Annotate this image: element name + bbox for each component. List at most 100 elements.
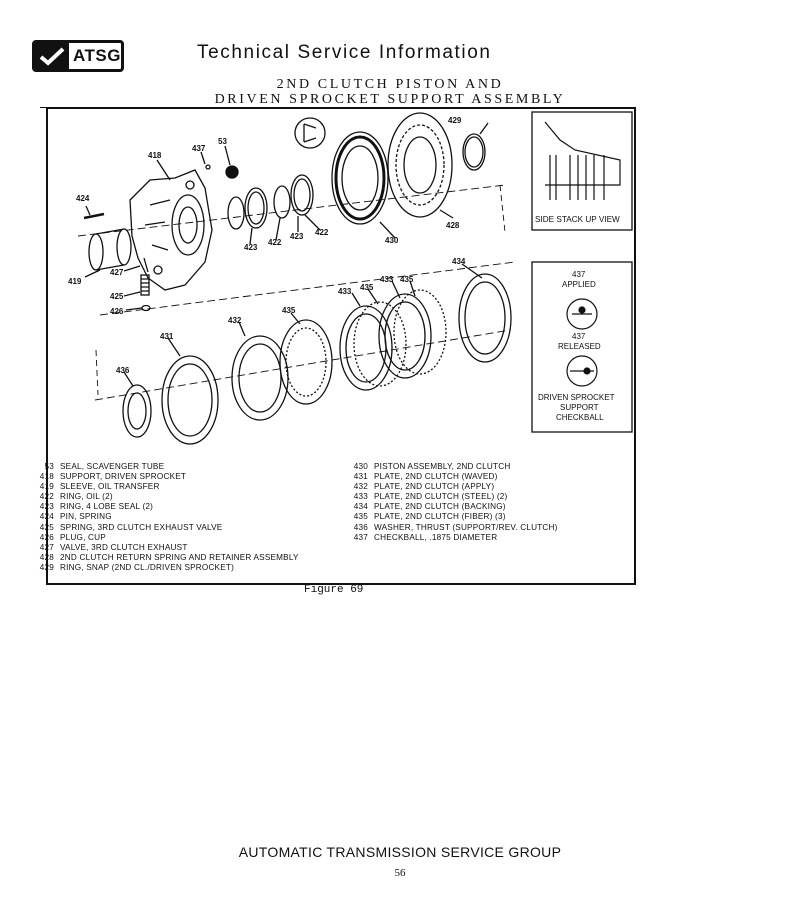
callout: 433	[380, 275, 394, 284]
legend-item-number: 419	[39, 482, 54, 492]
callout: 435	[400, 275, 414, 284]
legend-item: 434 PLATE, 2ND CLUTCH (BACKING)	[346, 502, 558, 512]
callout: 422	[268, 238, 282, 247]
legend-item-description: PLATE, 2ND CLUTCH (WAVED)	[374, 472, 498, 482]
figure-box	[46, 107, 636, 585]
legend-item-number: 432	[353, 482, 368, 492]
callout: 434	[452, 257, 466, 266]
callout: 427	[110, 268, 124, 277]
legend-item-description: PISTON ASSEMBLY, 2ND CLUTCH	[374, 462, 511, 471]
callout: 435	[282, 306, 296, 315]
legend-item-description: SPRING, 3RD CLUTCH EXHAUST VALVE	[60, 522, 223, 532]
page-number: 56	[394, 867, 406, 879]
callout: 423	[244, 243, 258, 252]
legend-item-description: RING, 4 LOBE SEAL (2)	[60, 502, 154, 512]
legend-item-number: 433	[353, 492, 368, 502]
legend-item: 53 SEAL, SCAVENGER TUBE	[32, 462, 299, 472]
legend-item-number: 418	[39, 472, 54, 482]
legend-item-description: WASHER, THRUST (SUPPORT/REV. CLUTCH)	[374, 522, 558, 532]
checkball-caption-3: CHECKBALL	[556, 413, 604, 422]
legend-item: 437 CHECKBALL, .1875 DIAMETER	[346, 533, 558, 543]
checkball-released-num: 437	[572, 332, 586, 341]
legend-item-description: PLATE, 2ND CLUTCH (STEEL) (2)	[374, 492, 508, 502]
legend-item: 433 PLATE, 2ND CLUTCH (STEEL) (2)	[346, 492, 558, 502]
document-title-line-1: 2ND CLUTCH PISTON AND	[276, 77, 504, 92]
legend-item-number: 428	[39, 552, 54, 562]
legend-item-number: 422	[39, 492, 54, 502]
callout: 428	[446, 221, 460, 230]
side-stack-label: SIDE STACK UP VIEW	[535, 215, 620, 224]
legend-item-number: 425	[39, 522, 54, 532]
legend-item-description: PLATE, 2ND CLUTCH (APPLY)	[374, 482, 495, 492]
legend-item-number: 431	[353, 472, 368, 482]
checkball-applied-label: APPLIED	[562, 280, 596, 289]
atsg-logo: ATSG	[32, 40, 124, 72]
legend-item-number: 435	[353, 512, 368, 522]
callout: 433	[338, 287, 352, 296]
legend-item: 432 PLATE, 2ND CLUTCH (APPLY)	[346, 482, 558, 492]
legend-item: 418 SUPPORT, DRIVEN SPROCKET	[32, 472, 299, 482]
legend-item-number: 426	[39, 532, 54, 542]
callout: 422	[315, 228, 329, 237]
legend-item-description: CHECKBALL, .1875 DIAMETER	[374, 532, 498, 542]
legend-item-number: 427	[39, 542, 54, 552]
legend-item-description: PIN, SPRING	[60, 512, 112, 522]
legend-item: 424 PIN, SPRING	[32, 512, 299, 522]
legend-item: 430 PISTON ASSEMBLY, 2ND CLUTCH	[346, 462, 558, 472]
legend-item: 426 PLUG, CUP	[32, 533, 299, 543]
callout: 425	[110, 292, 124, 301]
callout: 429	[448, 116, 462, 125]
footer-text: AUTOMATIC TRANSMISSION SERVICE GROUP	[238, 844, 562, 860]
checkball-caption-2: SUPPORT	[560, 403, 599, 412]
legend-item-number: 423	[39, 502, 54, 512]
legend-item-number: 424	[39, 512, 54, 522]
legend-item-number: 53	[44, 462, 54, 471]
callout: 419	[68, 277, 82, 286]
legend-item: 428 2ND CLUTCH RETURN SPRING AND RETAINER…	[32, 553, 299, 563]
callout: 423	[290, 232, 304, 241]
legend-item-number: 437	[353, 532, 368, 542]
legend-item-description: SLEEVE, OIL TRANSFER	[60, 482, 160, 492]
legend-item-number: 429	[39, 562, 54, 572]
legend-item-description: SEAL, SCAVENGER TUBE	[60, 462, 165, 471]
callout: 53	[218, 137, 227, 146]
legend-item: 431 PLATE, 2ND CLUTCH (WAVED)	[346, 472, 558, 482]
callout: 432	[228, 316, 242, 325]
document-title-line-2: DRIVEN SPROCKET SUPPORT ASSEMBLY	[214, 92, 566, 107]
figure-caption: Figure 69	[304, 584, 364, 596]
checkball-caption-1: DRIVEN SPROCKET	[538, 393, 615, 402]
callout: 418	[148, 151, 162, 160]
legend-item: 419 SLEEVE, OIL TRANSFER	[32, 482, 299, 492]
legend-item: 435 PLATE, 2ND CLUTCH (FIBER) (3)	[346, 512, 558, 522]
legend-item-number: 430	[353, 462, 368, 471]
callout: 431	[160, 332, 174, 341]
legend-item-description: PLUG, CUP	[60, 532, 106, 542]
legend-item: 425 SPRING, 3RD CLUTCH EXHAUST VALVE	[32, 523, 299, 533]
legend-item: 436 WASHER, THRUST (SUPPORT/REV. CLUTCH)	[346, 523, 558, 533]
checkmark-icon	[35, 43, 69, 69]
callout: 437	[192, 144, 206, 153]
legend-item-number: 436	[353, 522, 368, 532]
header-title: Technical Service Information	[197, 42, 492, 63]
checkball-applied-num: 437	[572, 270, 586, 279]
legend-item-description: VALVE, 3RD CLUTCH EXHAUST	[60, 542, 188, 552]
side-stack-box	[531, 111, 633, 231]
legend-item-description: PLATE, 2ND CLUTCH (FIBER) (3)	[374, 512, 506, 522]
logo-text: ATSG	[73, 46, 121, 65]
callout: 430	[385, 236, 399, 245]
checkball-box	[531, 261, 633, 433]
callout: 424	[76, 194, 90, 203]
legend-item: 427 VALVE, 3RD CLUTCH EXHAUST	[32, 543, 299, 553]
legend-item: 423 RING, 4 LOBE SEAL (2)	[32, 502, 299, 512]
legend-item-description: SUPPORT, DRIVEN SPROCKET	[60, 472, 187, 482]
legend-item-number: 434	[353, 502, 368, 512]
legend-item-description: PLATE, 2ND CLUTCH (BACKING)	[374, 502, 506, 512]
checkball-released-label: RELEASED	[558, 342, 601, 351]
legend-left: 53 SEAL, SCAVENGER TUBE 418 SUPPORT, DRIVEN…	[32, 462, 299, 573]
legend-item-description: 2ND CLUTCH RETURN SPRING AND RETAINER AS…	[60, 552, 299, 562]
